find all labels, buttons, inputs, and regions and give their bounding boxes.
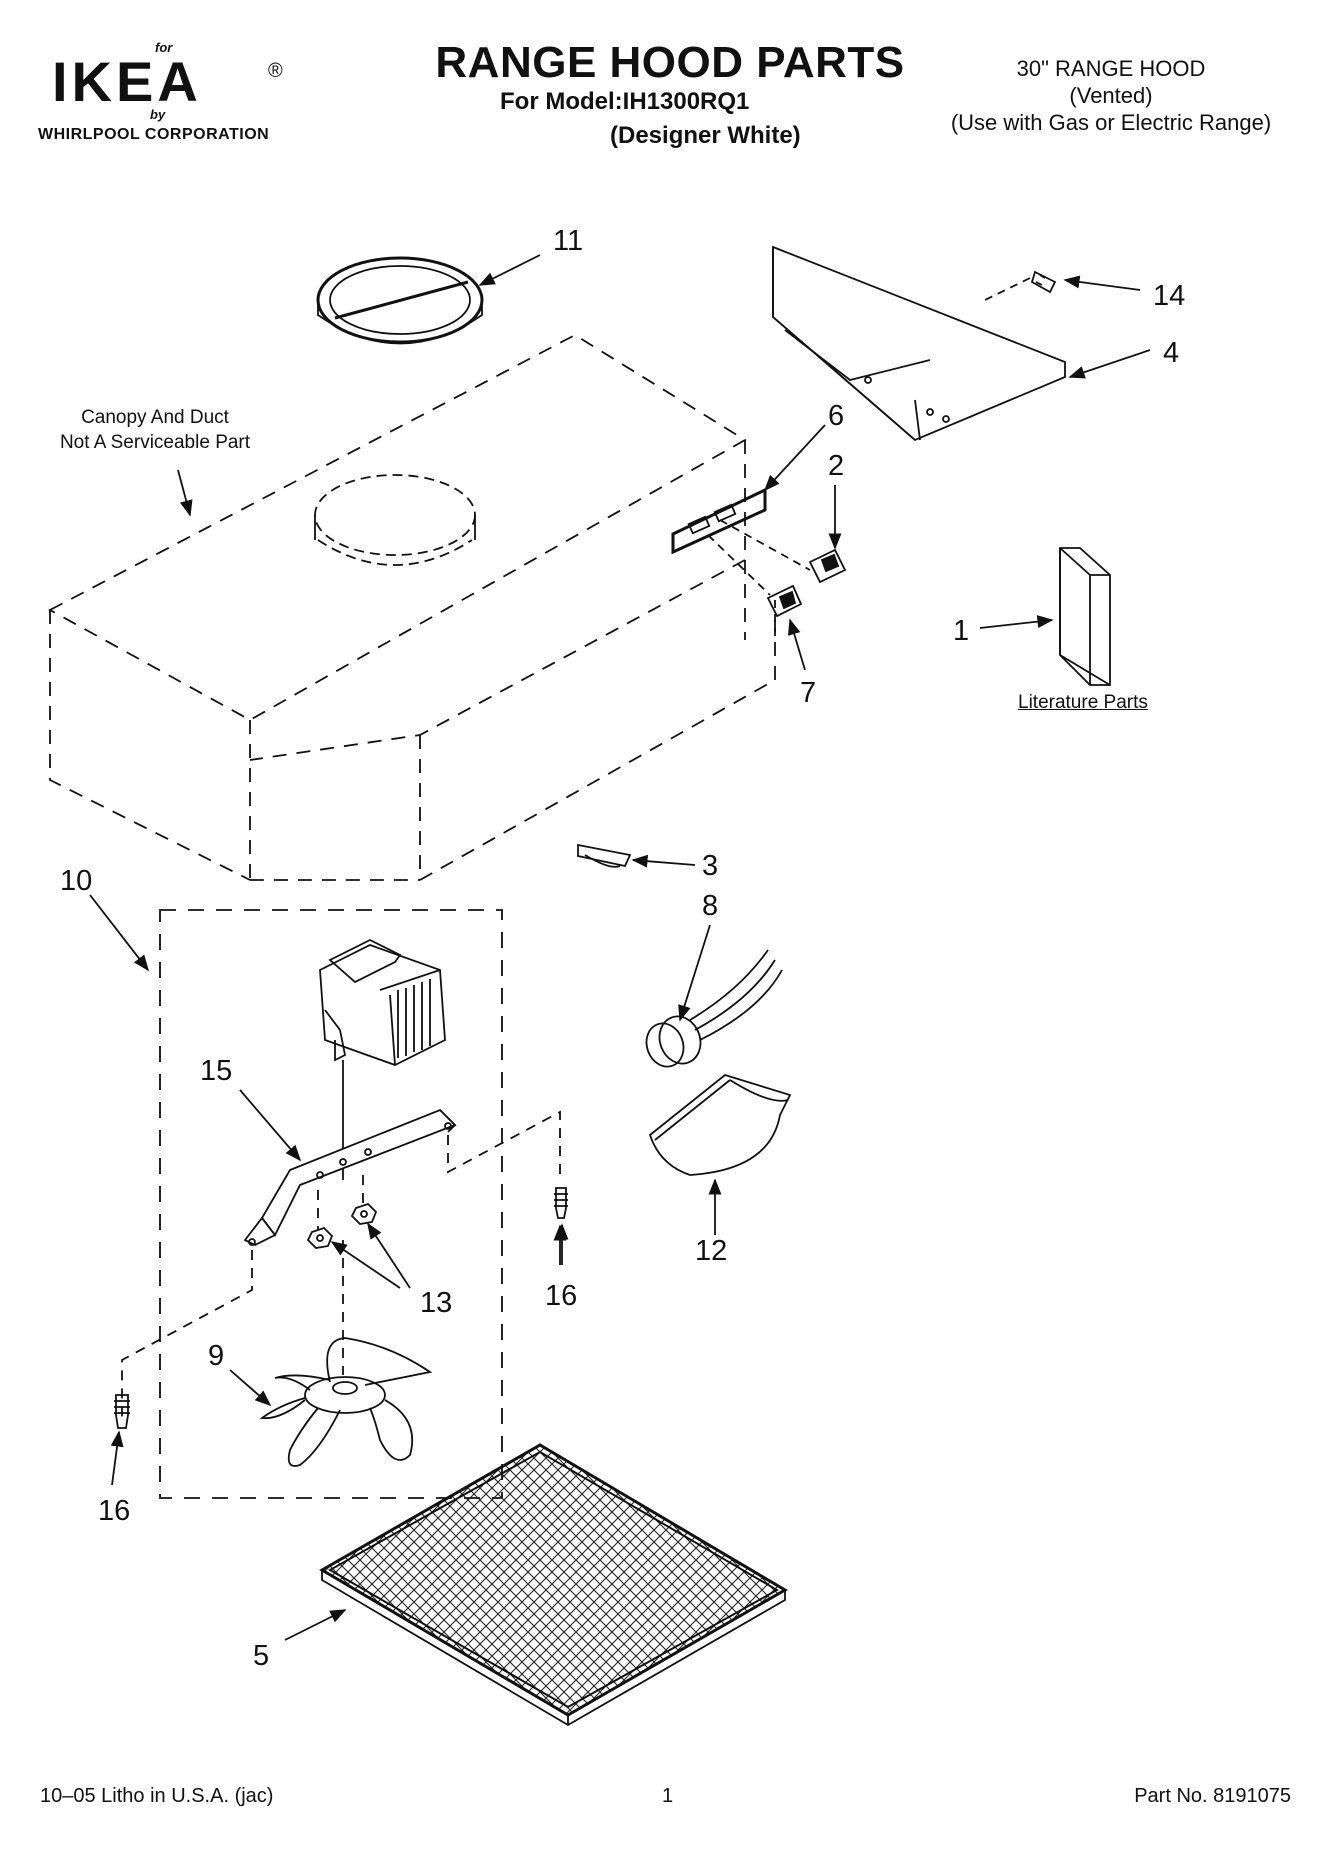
color-line: (Designer White) (610, 122, 801, 149)
grease-filter-part-5 (319, 1443, 788, 1727)
mounting-bracket-part-15 (243, 1108, 457, 1247)
callout-12: 12 (695, 1235, 727, 1267)
callout-16-left: 16 (98, 1495, 130, 1527)
callout-4: 4 (1163, 337, 1179, 369)
damper-ring-part-11 (316, 256, 484, 345)
callout-labels: 11 14 4 6 2 1 7 3 10 8 15 16 12 13 16 9 … (60, 225, 1185, 1672)
callout-10: 10 (60, 865, 92, 897)
screw-part-16-right (554, 1187, 568, 1219)
bracket-part-4 (772, 245, 1066, 442)
page-title: RANGE HOOD PARTS (435, 38, 905, 87)
canopy-note: Canopy And Duct Not A Serviceable Part (40, 405, 270, 455)
canopy-note-line1: Canopy And Duct (81, 407, 229, 428)
canopy-duct-opening (314, 474, 476, 566)
callout-2: 2 (828, 450, 844, 482)
callout-14: 14 (1153, 280, 1185, 312)
switch-part-7 (766, 584, 803, 618)
callout-13: 13 (420, 1287, 452, 1319)
callout-16-right: 16 (545, 1280, 577, 1312)
literature-booklet-part-1 (1059, 547, 1111, 686)
nut-part-13b (350, 1202, 378, 1225)
fan-blade-part-9 (259, 1337, 433, 1467)
switch-guides (707, 519, 811, 640)
footer-part-number: Part No. 8191075 (1134, 1785, 1291, 1807)
canopy-outline (48, 333, 776, 881)
motor-part (319, 938, 446, 1066)
callout-9: 9 (208, 1340, 224, 1372)
switch-part-2 (808, 548, 847, 584)
brand-corporation: WHIRLPOOL CORPORATION (38, 126, 270, 143)
screw-part-14 (1030, 270, 1057, 294)
footer-litho: 10–05 Litho in U.S.A. (jac) (40, 1785, 274, 1807)
callout-1: 1 (953, 615, 969, 647)
callout-leaders (89, 254, 1151, 1641)
callout-6: 6 (828, 400, 844, 432)
literature-parts-label: Literature Parts (1018, 692, 1148, 713)
footer-page-number: 1 (662, 1785, 674, 1807)
registered-mark: ® (268, 60, 283, 82)
brand-logo: IKEA (52, 50, 202, 113)
lamp-socket-part-8 (645, 949, 783, 1068)
nut-part-13a (306, 1226, 334, 1249)
brand-by-label: by (150, 107, 166, 122)
hood-type: (Vented) (1069, 83, 1153, 108)
model-line: For Model:IH1300RQ1 (500, 88, 750, 115)
light-cover-part-12 (648, 1073, 792, 1176)
switch-plate-part-6 (671, 487, 767, 555)
screw-guide-14 (984, 277, 1031, 301)
callout-3: 3 (702, 850, 718, 882)
brand-for-label: for (155, 40, 173, 55)
blower-assembly-box (159, 909, 503, 1499)
callout-8: 8 (702, 890, 718, 922)
callout-11: 11 (553, 225, 583, 257)
light-lens-part-3 (577, 843, 632, 868)
callout-7: 7 (800, 677, 816, 709)
screw-part-16-left (114, 1394, 130, 1429)
callout-15: 15 (200, 1055, 232, 1087)
bracket-guides (121, 1110, 561, 1420)
callout-5: 5 (253, 1640, 269, 1672)
canopy-note-line2: Not A Serviceable Part (59, 432, 251, 453)
hood-use: (Use with Gas or Electric Range) (950, 110, 1272, 135)
hood-size: 30" RANGE HOOD (1016, 56, 1206, 81)
